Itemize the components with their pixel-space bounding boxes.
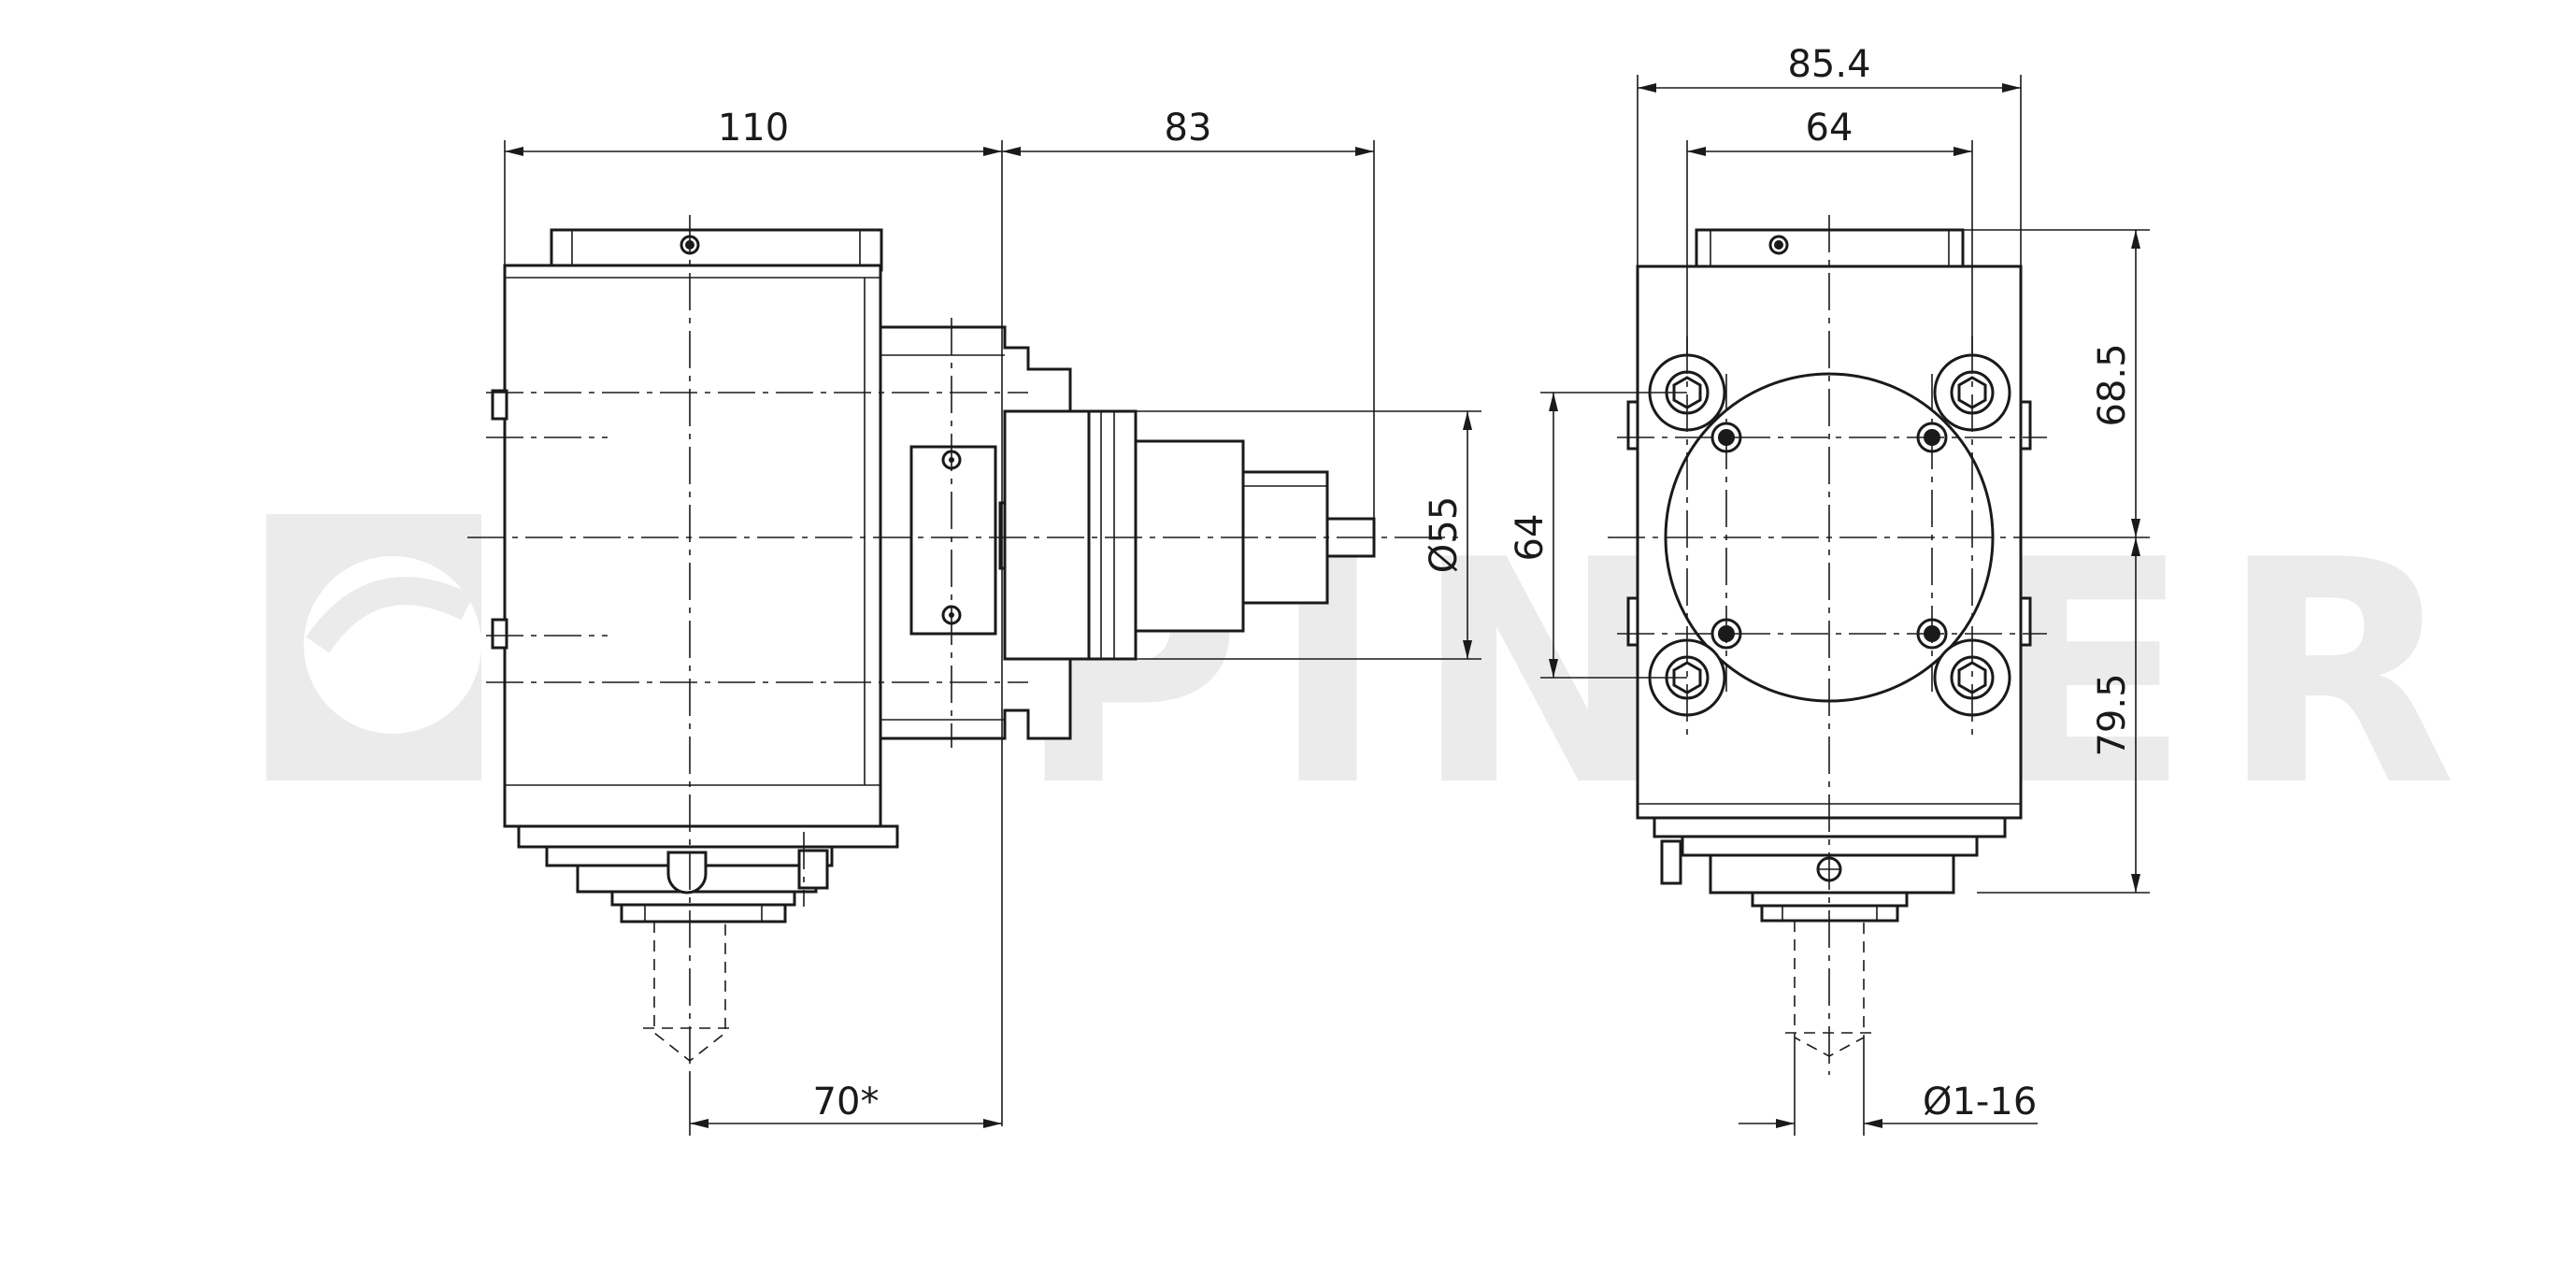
main-housing (503, 264, 882, 828)
dim-spindle-offset: 70* (813, 1080, 880, 1123)
output-shaft-flange (1003, 409, 1091, 661)
screw-icon (1768, 235, 1789, 255)
front-view-dimensions: 85.4 64 64 68.5 79.5 Ø1-16 (1509, 43, 2150, 1136)
front-view (1608, 215, 2047, 1075)
dim-shaft-diameter: Ø55 (1423, 496, 1466, 573)
side-block (909, 445, 997, 636)
dim-upper-height: 68.5 (2091, 343, 2134, 426)
dim-bolt-spacing-horizontal: 64 (1806, 107, 1853, 150)
dim-lower-height: 79.5 (2091, 673, 2134, 756)
side-view (467, 215, 1458, 1075)
dim-collet-range: Ø1-16 (1923, 1080, 2037, 1123)
dim-side-width: 110 (718, 107, 789, 150)
side-view-dimensions: 110 83 Ø55 70* (504, 107, 1481, 1136)
dim-front-width: 85.4 (1787, 43, 1870, 86)
dim-bolt-spacing-vertical: 64 (1509, 514, 1552, 562)
dim-shaft-length: 83 (1165, 107, 1212, 150)
